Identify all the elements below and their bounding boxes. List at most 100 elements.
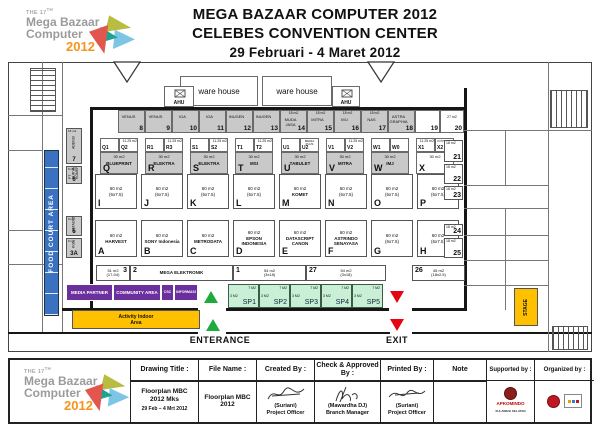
supported-by-value: APKOMINDO SULAWESI SELATAN	[487, 380, 534, 422]
printed-by-value: (Suriani) Project Officer	[381, 380, 433, 422]
wall	[62, 62, 63, 333]
staircase-bottom-right	[552, 326, 588, 350]
wall	[464, 185, 548, 186]
fan-icon	[341, 89, 353, 98]
logo-name2: Computer	[26, 26, 83, 41]
booth-O: 60 m2(6x7.5)O	[371, 174, 413, 209]
wall	[464, 260, 548, 261]
title-line3: 29 Februari - 4 Maret 2012	[229, 45, 401, 60]
created-by-label: Created By :	[257, 360, 314, 382]
booth-1: 54 m2(3x18)1	[233, 265, 306, 281]
csc-area: CSC	[161, 284, 174, 301]
exit-label: EXIT	[385, 335, 408, 345]
printed-by-label: Printed By :	[381, 360, 433, 382]
fan-icon	[174, 89, 186, 98]
wall	[8, 264, 62, 265]
booth-N: 60 m2(6x7.5)N	[325, 174, 367, 209]
file-name-column: File Name : Floorplan MBC 2012	[198, 360, 256, 422]
booth-6: PT SURYA KOMEPSI 6 9 m2	[66, 166, 82, 184]
note-label: Note	[434, 360, 486, 382]
wall	[464, 285, 548, 286]
staircase-top-left	[30, 68, 56, 112]
organized-by-column: Organized by :	[534, 360, 594, 422]
booth-3: 51 m2(17-04)3	[96, 265, 130, 281]
hall-bottom-wall	[226, 308, 389, 311]
wall	[8, 230, 42, 231]
file-name-label: File Name :	[199, 360, 256, 382]
wall	[464, 130, 592, 131]
printed-by-column: Printed By : (Suriani) Project Officer	[380, 360, 433, 422]
signature-icon	[388, 389, 426, 397]
wall	[8, 115, 62, 116]
outer-bottom-wall	[8, 332, 198, 334]
booth-26: 45 m2(18x2.5)26	[412, 265, 465, 281]
staircase-top-right	[550, 90, 588, 128]
booth-19: 19	[415, 110, 440, 133]
entrance-label: ENTERANCE	[189, 335, 251, 345]
exit-arrow-icon	[390, 319, 404, 331]
created-by-value: (Suriani) Project Officer	[257, 380, 314, 422]
supported-by-column: Supported by : APKOMINDO SULAWESI SELATA…	[486, 360, 534, 422]
event-logo-small: THE 17TH Mega Bazaar Computer 2012	[24, 366, 134, 412]
community-area: COMMUNITY AREA	[113, 284, 161, 301]
drawing-title-value: Floorplan MBC 2012 Mks 29 Feb – 4 Mrt 20…	[141, 388, 188, 413]
booth-L: 60 m2(6x7.5)L	[233, 174, 275, 209]
approved-by-value: (Mawardha DJ) Branch Manager	[315, 380, 380, 422]
wall	[8, 150, 42, 151]
outer-bottom-wall	[412, 332, 592, 334]
apkomindo-logo	[504, 387, 517, 400]
warehouse-2: ware house	[262, 76, 332, 106]
hall-top-wall	[90, 107, 467, 110]
booth-G: 60 m2(6x7.5)G	[371, 220, 413, 257]
created-by-column: Created By : (Suriani) Project Officer	[256, 360, 314, 422]
file-name-value: Floorplan MBC 2012	[204, 393, 251, 409]
wall	[505, 208, 506, 310]
door-wedge-icon	[366, 61, 396, 84]
title-block: THE 17TH Mega Bazaar Computer 2012 Drawi…	[8, 358, 594, 424]
wall	[464, 235, 548, 236]
entrance-arrow-icon	[206, 319, 220, 331]
logo-name2: Computer	[24, 385, 81, 400]
title-line2: CELEBES CONVENTION CENTER	[192, 25, 438, 42]
organizer-logo-1	[547, 394, 560, 408]
organized-by-value	[535, 380, 594, 422]
note-column: Note	[433, 360, 486, 422]
logo-year: 2012	[64, 397, 93, 413]
approved-by-column: Check & Approved By : (Mawardha DJ) Bran…	[314, 360, 380, 422]
booth-K: 60 m2(6x7.5)K	[187, 174, 229, 209]
approved-by-label: Check & Approved By :	[315, 360, 380, 382]
booth-7: ADENSI 7 18 m2	[66, 128, 82, 164]
supported-by-label: Supported by :	[487, 360, 534, 381]
hall-bottom-wall	[62, 308, 198, 311]
